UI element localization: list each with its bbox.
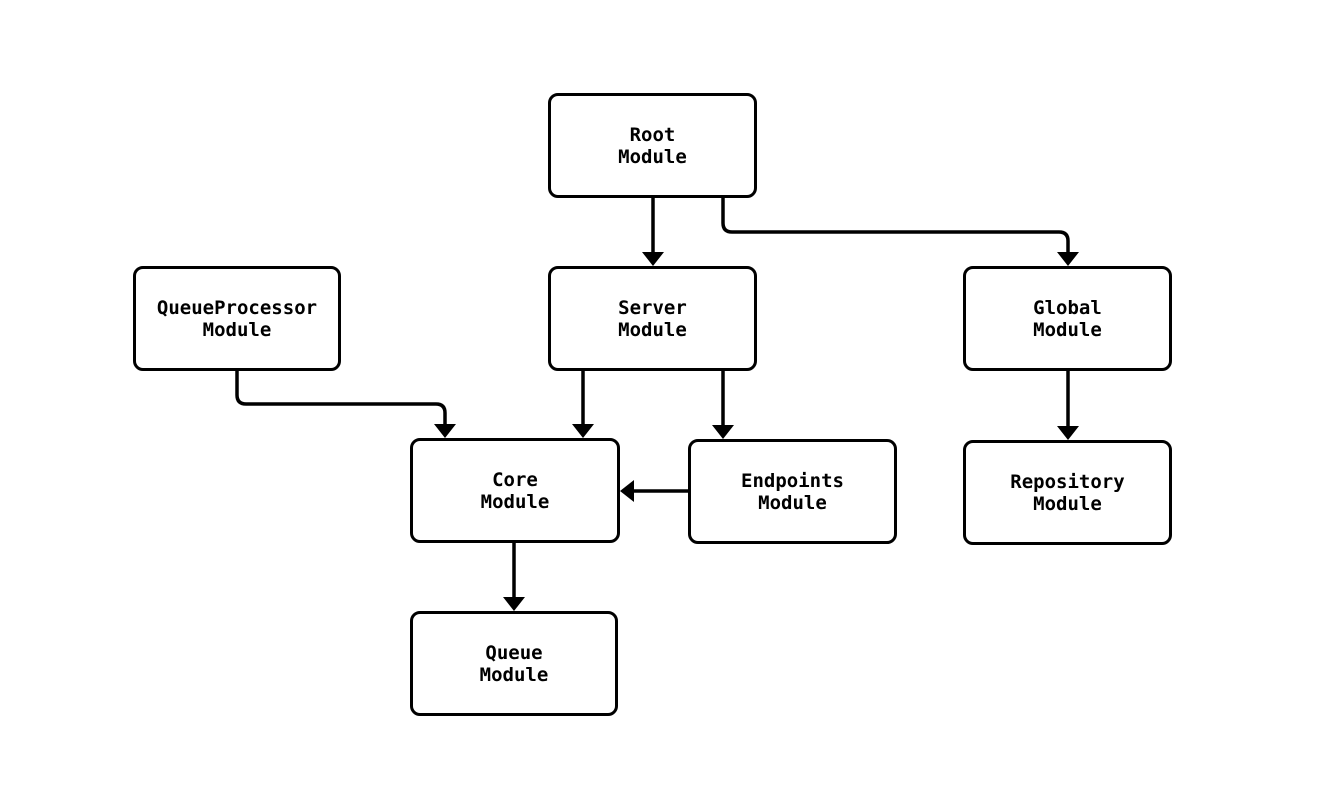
node-queueprocessor-module: QueueProcessor Module [133, 266, 341, 371]
arrowhead-queueprocessor-module-to-core-module [434, 424, 456, 438]
arrowhead-root-module-to-server-module [642, 252, 664, 266]
node-server-module: Server Module [548, 266, 757, 371]
node-endpoints-module: Endpoints Module [688, 439, 897, 544]
node-label-endpoints-module: Endpoints Module [741, 469, 844, 514]
arrowhead-server-module-to-core-module [572, 424, 594, 438]
node-label-core-module: Core Module [480, 468, 550, 513]
arrowhead-core-module-to-queue-module [503, 597, 525, 611]
node-root-module: Root Module [548, 93, 757, 198]
node-core-module: Core Module [410, 438, 620, 543]
arrowhead-root-module-to-global-module [1057, 252, 1079, 266]
node-label-server-module: Server Module [618, 296, 687, 341]
node-label-global-module: Global Module [1033, 296, 1102, 341]
node-label-queue-module: Queue Module [479, 641, 549, 686]
arrowhead-server-module-to-endpoints-module [712, 425, 734, 439]
arrowhead-endpoints-module-to-core-module [620, 480, 634, 502]
node-label-queueprocessor-module: QueueProcessor Module [156, 296, 318, 341]
arrowhead-global-module-to-repository-module [1057, 426, 1079, 440]
edge-queueprocessor-module-to-core-module [235, 371, 447, 427]
edge-root-module-to-global-module [721, 198, 1070, 255]
node-global-module: Global Module [963, 266, 1172, 371]
node-queue-module: Queue Module [410, 611, 618, 716]
node-label-root-module: Root Module [618, 123, 687, 168]
node-repository-module: Repository Module [963, 440, 1172, 545]
node-label-repository-module: Repository Module [1010, 470, 1125, 515]
